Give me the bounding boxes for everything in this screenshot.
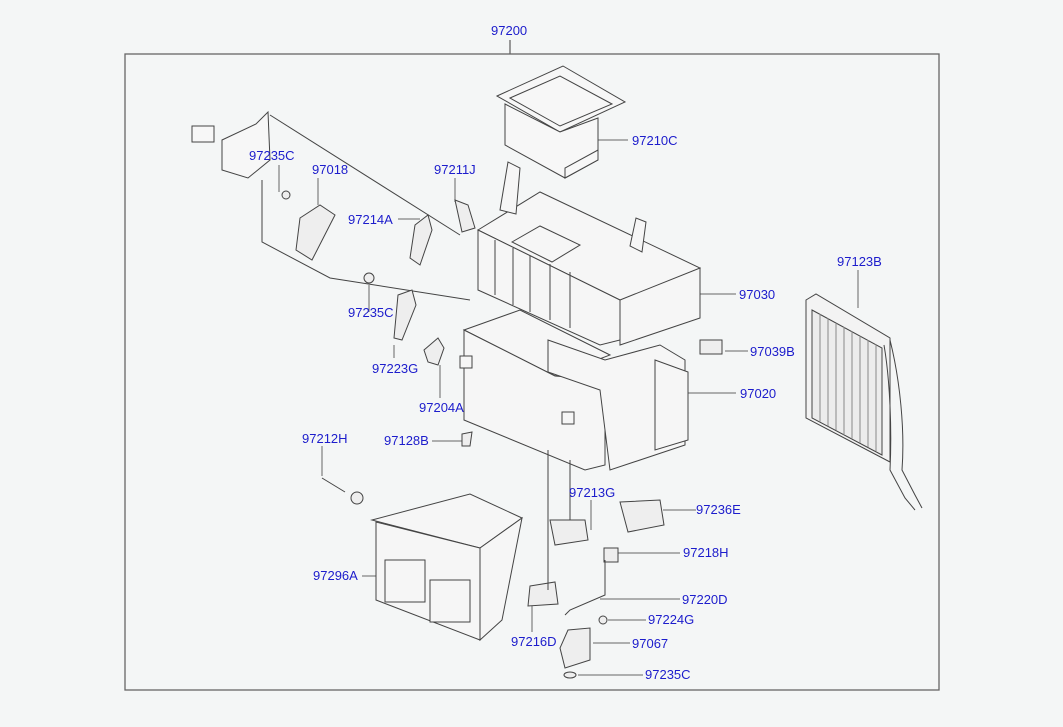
- small-parts: [281, 190, 723, 679]
- part-label[interactable]: 97123B: [837, 254, 882, 269]
- part-label[interactable]: 97128B: [384, 433, 429, 448]
- part-label[interactable]: 97236E: [696, 502, 741, 517]
- part-label[interactable]: 97223G: [372, 361, 419, 376]
- part-case-lower-97020: [459, 309, 689, 471]
- part-bracket-actuator-97235C: [191, 110, 471, 301]
- part-label[interactable]: 97204A: [419, 400, 464, 415]
- assembly-frame: [124, 40, 940, 691]
- part-outlet-duct-97210C: [495, 65, 627, 179]
- part-label[interactable]: 97216D: [511, 634, 557, 649]
- part-label[interactable]: 97214A: [348, 212, 393, 227]
- assembly-number-label[interactable]: 97200: [491, 23, 528, 38]
- part-label[interactable]: 97224G: [648, 612, 695, 627]
- part-label[interactable]: 97067: [632, 636, 669, 651]
- part-lower-duct-97296A: [370, 493, 523, 642]
- leader-lines: [278, 139, 859, 676]
- part-label[interactable]: 97212H: [302, 431, 348, 446]
- part-label[interactable]: 97018: [312, 162, 349, 177]
- part-label[interactable]: 97030: [739, 287, 776, 302]
- part-label[interactable]: 97220D: [682, 592, 728, 607]
- part-label[interactable]: 97210C: [632, 133, 678, 148]
- part-label[interactable]: 97020: [740, 386, 777, 401]
- part-label[interactable]: 97218H: [683, 545, 729, 560]
- part-label[interactable]: 97211J: [434, 162, 476, 177]
- part-heater-core-97123B: [805, 293, 923, 511]
- part-label[interactable]: 97235C: [348, 305, 394, 320]
- part-label[interactable]: 97296A: [313, 568, 358, 583]
- part-label[interactable]: 97235C: [249, 148, 295, 163]
- part-label[interactable]: 97039B: [750, 344, 795, 359]
- part-case-upper-97030: [476, 161, 702, 346]
- part-label[interactable]: 97235C: [645, 667, 691, 682]
- part-label[interactable]: 97213G: [569, 485, 616, 500]
